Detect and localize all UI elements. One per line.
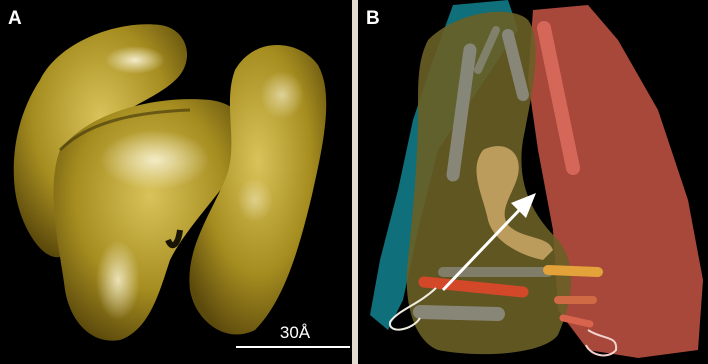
panel-b-domain-model: B [358,0,708,364]
scale-bar-label: 30Å [238,323,352,343]
scale-bar [236,346,350,348]
density-surface-image [0,0,352,364]
panel-a-density-map: A 30Å [0,0,352,364]
panel-b-label: B [366,8,380,30]
panel-a-label: A [8,8,22,30]
domain-model-image [358,0,708,364]
